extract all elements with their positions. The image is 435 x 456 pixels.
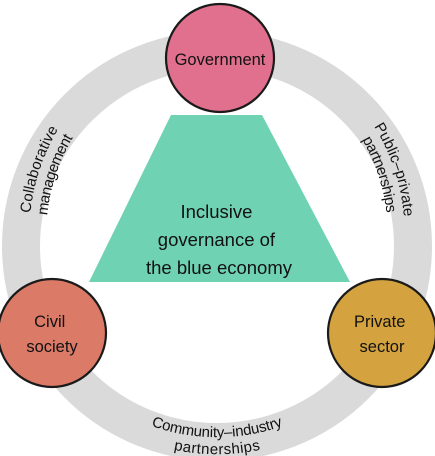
government-label: Government bbox=[175, 51, 266, 69]
civil-society-circle bbox=[0, 277, 108, 389]
government-circle bbox=[164, 2, 276, 114]
inclusive-governance-triangle bbox=[89, 115, 350, 282]
private-sector-circle bbox=[326, 277, 435, 389]
center-line-1: Inclusive bbox=[180, 201, 252, 222]
civil-society-label: Civil society bbox=[26, 313, 78, 356]
private-sector-node: Private sector bbox=[326, 277, 435, 389]
community-industry-partnerships-label-line2: partnerships bbox=[173, 437, 261, 456]
government-node: Government bbox=[164, 2, 276, 114]
center-line-2: governance of bbox=[158, 229, 276, 250]
private-sector-label: Private sector bbox=[354, 313, 410, 356]
civil-society-node: Civil society bbox=[0, 277, 108, 389]
center-label: Inclusive governance of the blue economy bbox=[146, 201, 293, 278]
center-line-3: the blue economy bbox=[146, 257, 293, 278]
